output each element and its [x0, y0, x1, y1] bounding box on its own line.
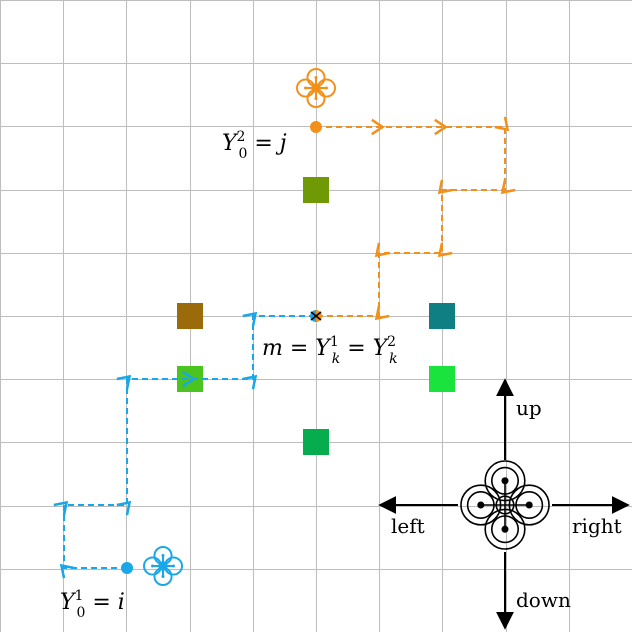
- drone-body: [495, 495, 515, 515]
- direction-compass: up down left right: [378, 378, 630, 630]
- target-square: [429, 366, 455, 392]
- rotor-hub: [477, 501, 485, 509]
- label-left: left: [391, 514, 425, 538]
- target-square: [429, 303, 455, 329]
- drone-icon: [296, 68, 336, 108]
- drone-body: [158, 561, 168, 571]
- meeting-point: [310, 310, 322, 322]
- path-line: [316, 116, 516, 321]
- target-square: [177, 366, 203, 392]
- target-square: [177, 303, 203, 329]
- drone-icon: [460, 460, 550, 550]
- target-square: [303, 177, 329, 203]
- path-line: [53, 311, 316, 579]
- label-up: up: [516, 396, 542, 420]
- target-square: [303, 429, 329, 455]
- agent-two-path: [316, 116, 516, 321]
- drone-icon: [143, 546, 183, 586]
- label-down: down: [516, 588, 571, 612]
- agent-one-path: [53, 311, 316, 579]
- agent-two-start-point: [310, 121, 322, 133]
- rotor-hub: [501, 477, 509, 485]
- label-right: right: [572, 514, 622, 538]
- agent-one-start-point: [121, 562, 133, 574]
- drone-body: [311, 83, 321, 93]
